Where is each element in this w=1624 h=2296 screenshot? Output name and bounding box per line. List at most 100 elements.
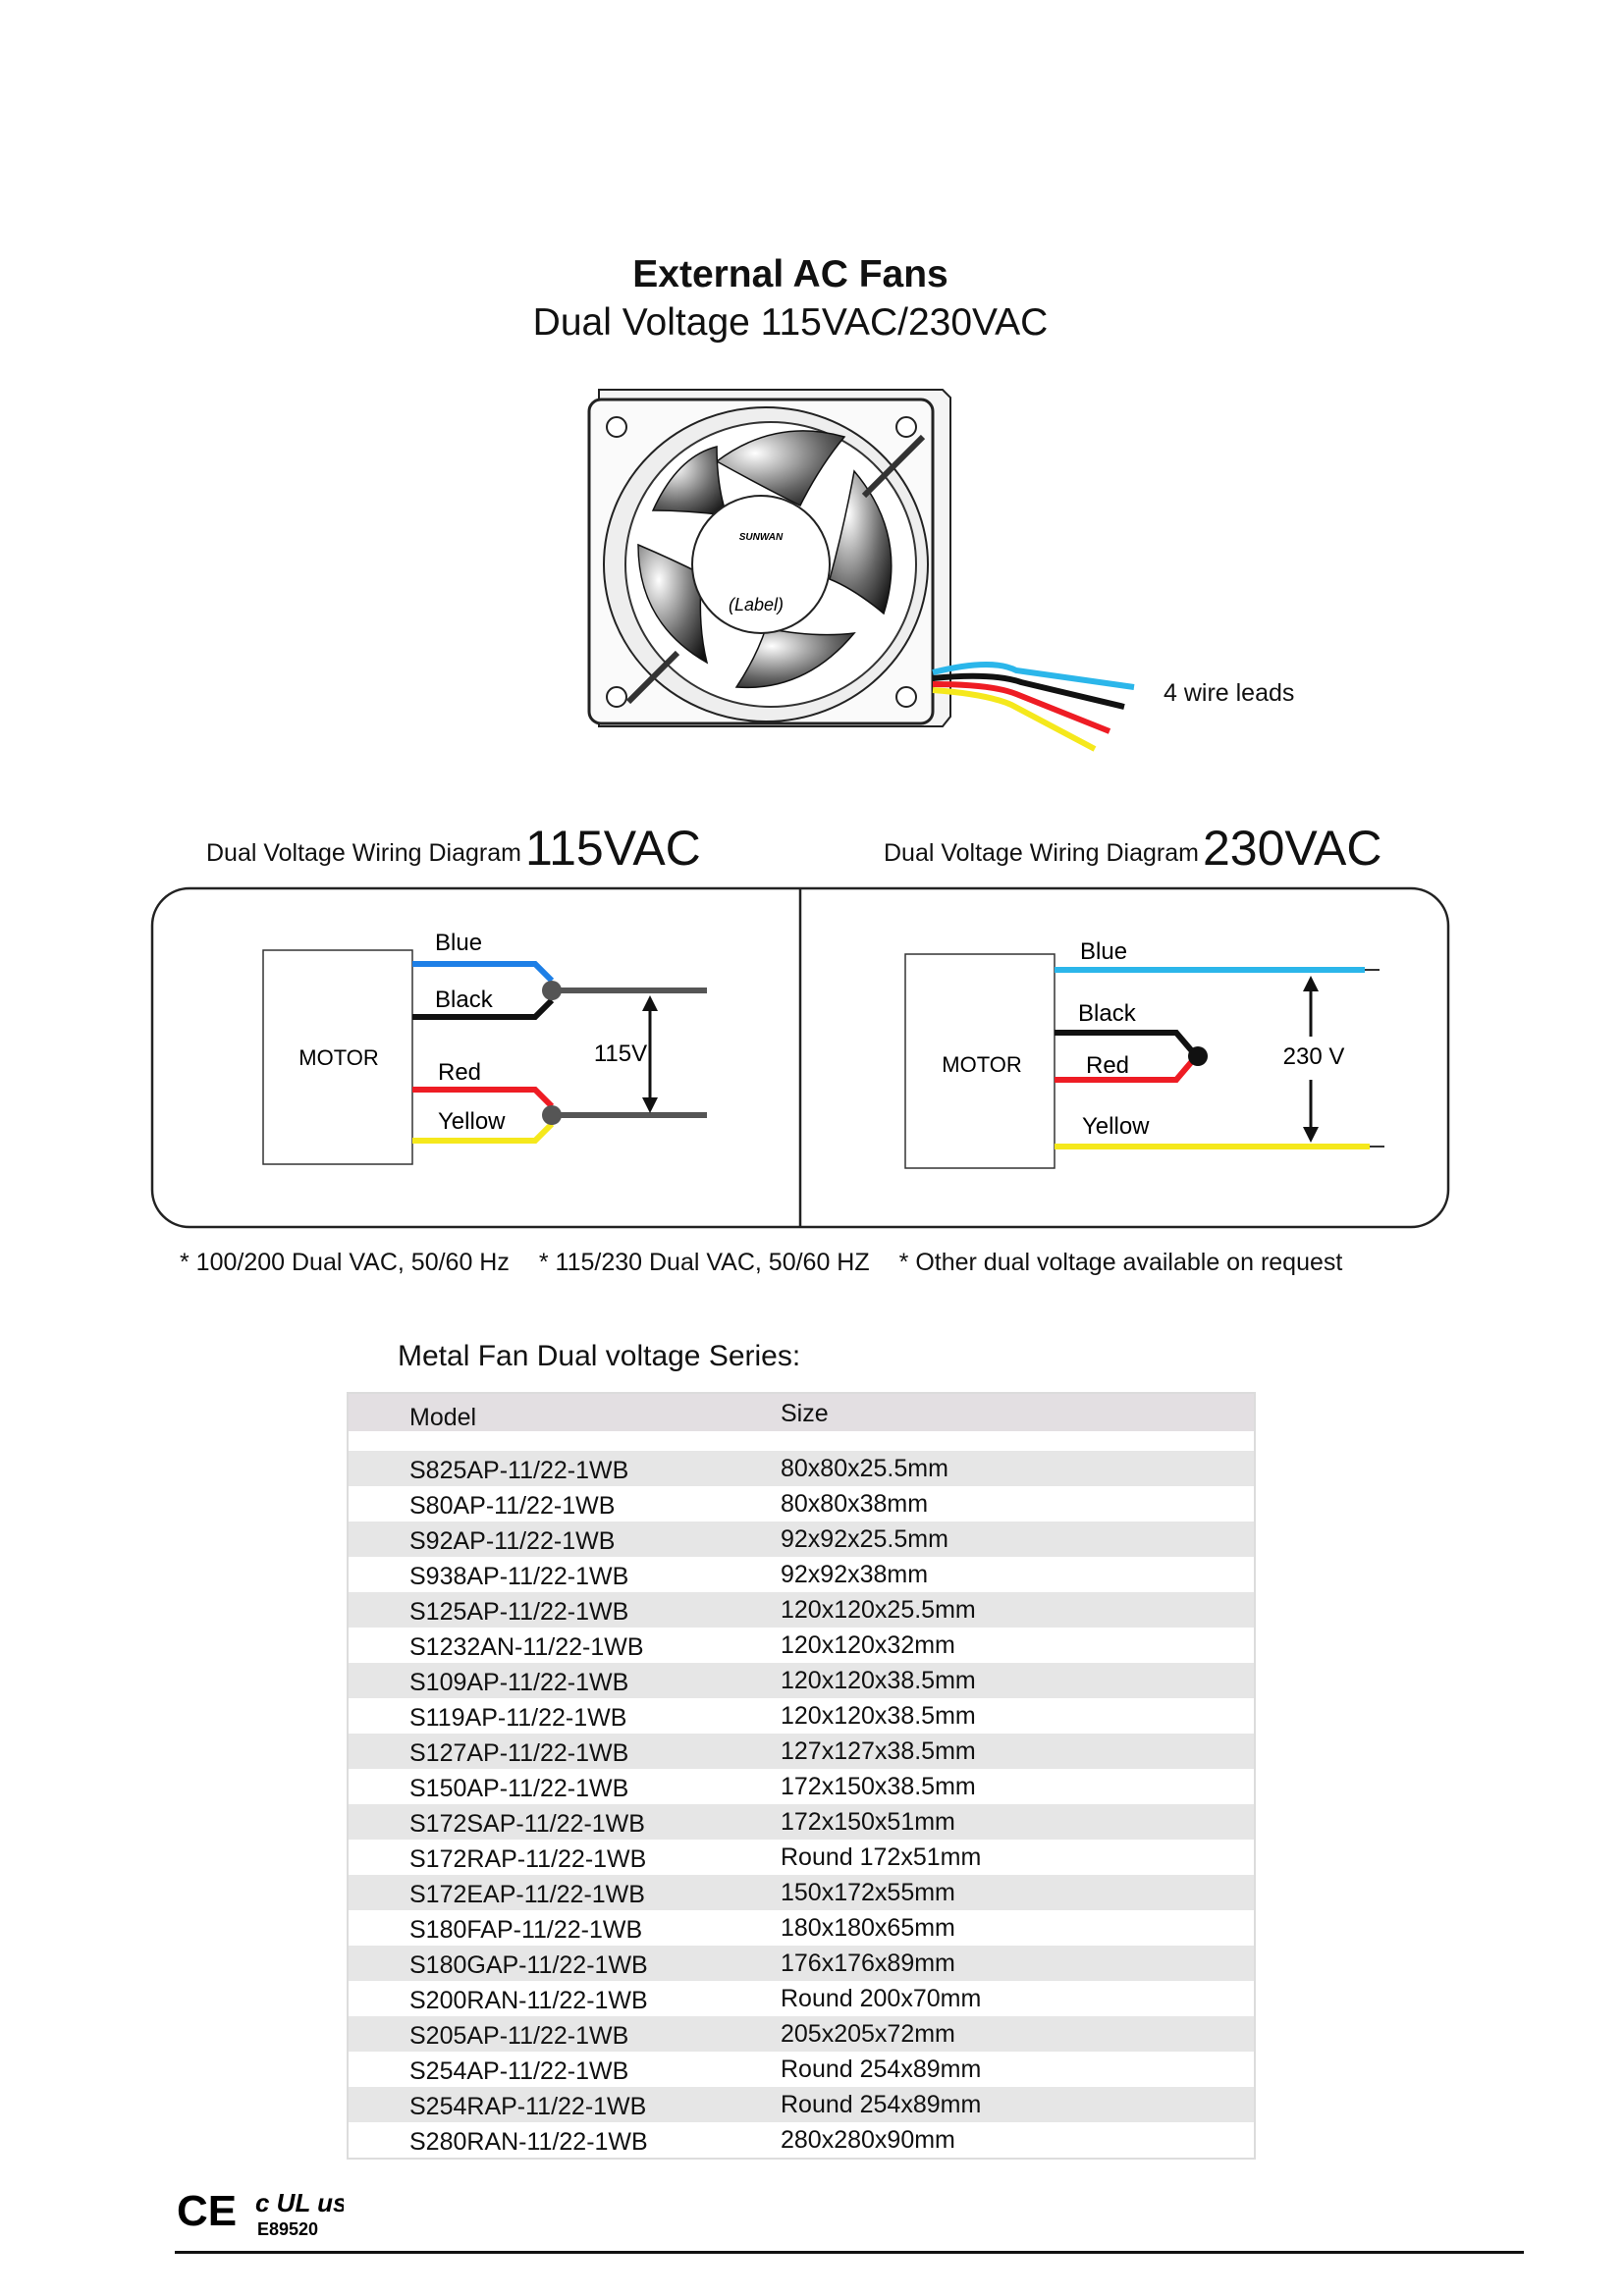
table-row: S172SAP-11/22-1WB 172x150x51mm <box>349 1804 1254 1840</box>
size-cell: 80x80x25.5mm <box>781 1455 948 1482</box>
table-row: S150AP-11/22-1WB 172x150x38.5mm <box>349 1769 1254 1804</box>
table-row: S92AP-11/22-1WB 92x92x25.5mm <box>349 1522 1254 1557</box>
model-cell: S180FAP-11/22-1WB <box>409 1916 643 1944</box>
ul-file-number: E89520 <box>257 2219 318 2239</box>
model-cell: S938AP-11/22-1WB <box>409 1563 629 1590</box>
fan-brand-text: SUNWAN <box>739 532 784 543</box>
footer-rule <box>175 2251 1524 2254</box>
size-cell: 176x176x89mm <box>781 1949 955 1977</box>
table-row: S180FAP-11/22-1WB 180x180x65mm <box>349 1910 1254 1946</box>
wiring-heading-115: Dual Voltage Wiring Diagram115VAC <box>206 820 701 877</box>
size-cell: Round 254x89mm <box>781 2091 982 2118</box>
table-row: S172EAP-11/22-1WB 150x172x55mm <box>349 1875 1254 1910</box>
wire-label-blue-115: Blue <box>435 930 482 956</box>
size-cell: 127x127x38.5mm <box>781 1737 976 1765</box>
size-cell: 120x120x38.5mm <box>781 1667 976 1694</box>
model-cell: S180GAP-11/22-1WB <box>409 1951 648 1979</box>
model-cell: S150AP-11/22-1WB <box>409 1775 629 1802</box>
fan-illustration: SUNWAN (Label) <box>587 389 1135 752</box>
model-cell: S254AP-11/22-1WB <box>409 2057 629 2085</box>
wire-label-blue-230: Blue <box>1080 938 1127 965</box>
wiring-heading-115-voltage: 115VAC <box>524 821 701 876</box>
model-cell: S172RAP-11/22-1WB <box>409 1845 647 1873</box>
wire-label-red-230: Red <box>1086 1052 1129 1079</box>
model-cell: S200RAN-11/22-1WB <box>409 1987 648 2014</box>
table-row: S119AP-11/22-1WB 120x120x38.5mm <box>349 1698 1254 1734</box>
wire-lead-red <box>932 681 1111 734</box>
model-cell: S127AP-11/22-1WB <box>409 1739 629 1767</box>
size-cell: Round 200x70mm <box>781 1985 982 2012</box>
motor-label-230: MOTOR <box>942 1052 1021 1077</box>
series-title: Metal Fan Dual voltage Series: <box>398 1340 801 1372</box>
model-cell: S825AP-11/22-1WB <box>409 1457 629 1484</box>
note-2: * 115/230 Dual VAC, 50/60 HZ <box>538 1249 870 1276</box>
voltage-label-115: 115V <box>594 1041 647 1067</box>
table-row: S109AP-11/22-1WB 120x120x38.5mm <box>349 1663 1254 1698</box>
wire-label-black-115: Black <box>435 987 494 1013</box>
model-cell: S92AP-11/22-1WB <box>409 1527 616 1555</box>
fan-label-text: (Label) <box>729 595 784 614</box>
ce-mark: CE <box>177 2187 237 2235</box>
model-cell: S109AP-11/22-1WB <box>409 1669 629 1696</box>
model-cell: S80AP-11/22-1WB <box>409 1492 616 1520</box>
model-cell: S119AP-11/22-1WB <box>409 1704 627 1732</box>
model-cell: S205AP-11/22-1WB <box>409 2022 629 2050</box>
size-cell: 172x150x51mm <box>781 1808 955 1836</box>
size-cell: 205x205x72mm <box>781 2020 955 2048</box>
certification-marks: CE c UL us E89520 <box>177 2187 344 2239</box>
size-cell: 280x280x90mm <box>781 2126 955 2154</box>
wiring-heading-230-prefix: Dual Voltage Wiring Diagram <box>884 839 1199 867</box>
voltage-label-230: 230 V <box>1283 1043 1345 1070</box>
size-cell: 120x120x38.5mm <box>781 1702 976 1730</box>
model-cell: S172SAP-11/22-1WB <box>409 1810 645 1838</box>
model-cell: S172EAP-11/22-1WB <box>409 1881 645 1908</box>
table-row: S200RAN-11/22-1WB Round 200x70mm <box>349 1981 1254 2016</box>
note-1: * 100/200 Dual VAC, 50/60 Hz <box>180 1249 510 1276</box>
page-subtitle: Dual Voltage 115VAC/230VAC <box>532 301 1049 344</box>
model-cell: S125AP-11/22-1WB <box>409 1598 629 1626</box>
table-row: S127AP-11/22-1WB 127x127x38.5mm <box>349 1734 1254 1769</box>
size-cell: 92x92x25.5mm <box>781 1525 948 1553</box>
wire-lead-blue <box>932 662 1135 690</box>
wire-label-yellow-230: Yellow <box>1082 1113 1150 1140</box>
wire-label-red-115: Red <box>438 1059 481 1086</box>
table-row: S280RAN-11/22-1WB 280x280x90mm <box>349 2122 1254 2158</box>
table-row: S825AP-11/22-1WB 80x80x25.5mm <box>349 1451 1254 1486</box>
motor-label-115: MOTOR <box>298 1045 378 1070</box>
ul-mark: c UL us <box>255 2188 344 2217</box>
wire-lead-black <box>932 672 1125 710</box>
table-row: S205AP-11/22-1WB 205x205x72mm <box>349 2016 1254 2052</box>
size-cell: 150x172x55mm <box>781 1879 955 1906</box>
motor-box-115 <box>262 949 413 1165</box>
wire-label-black-230: Black <box>1078 1000 1137 1027</box>
note-3: * Other dual voltage available on reques… <box>898 1249 1343 1276</box>
page-title: External AC Fans <box>632 253 948 295</box>
table-row: S1232AN-11/22-1WB 120x120x32mm <box>349 1628 1254 1663</box>
size-cell: 80x80x38mm <box>781 1490 929 1518</box>
table-row: S172RAP-11/22-1WB Round 172x51mm <box>349 1840 1254 1875</box>
wiring-heading-115-prefix: Dual Voltage Wiring Diagram <box>206 839 521 867</box>
model-cell: S280RAN-11/22-1WB <box>409 2128 648 2156</box>
table-row: S80AP-11/22-1WB 80x80x38mm <box>349 1486 1254 1522</box>
size-cell: 120x120x32mm <box>781 1631 955 1659</box>
model-cell: S254RAP-11/22-1WB <box>409 2093 647 2120</box>
motor-box-230 <box>904 953 1056 1169</box>
model-cell: S1232AN-11/22-1WB <box>409 1633 644 1661</box>
wiring-heading-230: Dual Voltage Wiring Diagram230VAC <box>884 820 1382 877</box>
size-cell: 172x150x38.5mm <box>781 1773 976 1800</box>
size-cell: 180x180x65mm <box>781 1914 955 1942</box>
column-header-model: Model <box>409 1404 477 1431</box>
size-cell: 120x120x25.5mm <box>781 1596 976 1624</box>
voltage-notes: * 100/200 Dual VAC, 50/60 Hz * 115/230 Du… <box>180 1249 1342 1277</box>
wire-label-yellow-115: Yellow <box>438 1108 506 1135</box>
column-header-size: Size <box>781 1400 829 1427</box>
wiring-diagram-panel: MOTOR Blue Black Red Yellow 115V MOTOR B… <box>150 886 1450 1229</box>
wire-leads-callout: 4 wire leads <box>1164 679 1295 707</box>
wiring-heading-230-voltage: 230VAC <box>1202 821 1382 876</box>
table-row: S254RAP-11/22-1WB Round 254x89mm <box>349 2087 1254 2122</box>
size-cell: Round 172x51mm <box>781 1843 982 1871</box>
